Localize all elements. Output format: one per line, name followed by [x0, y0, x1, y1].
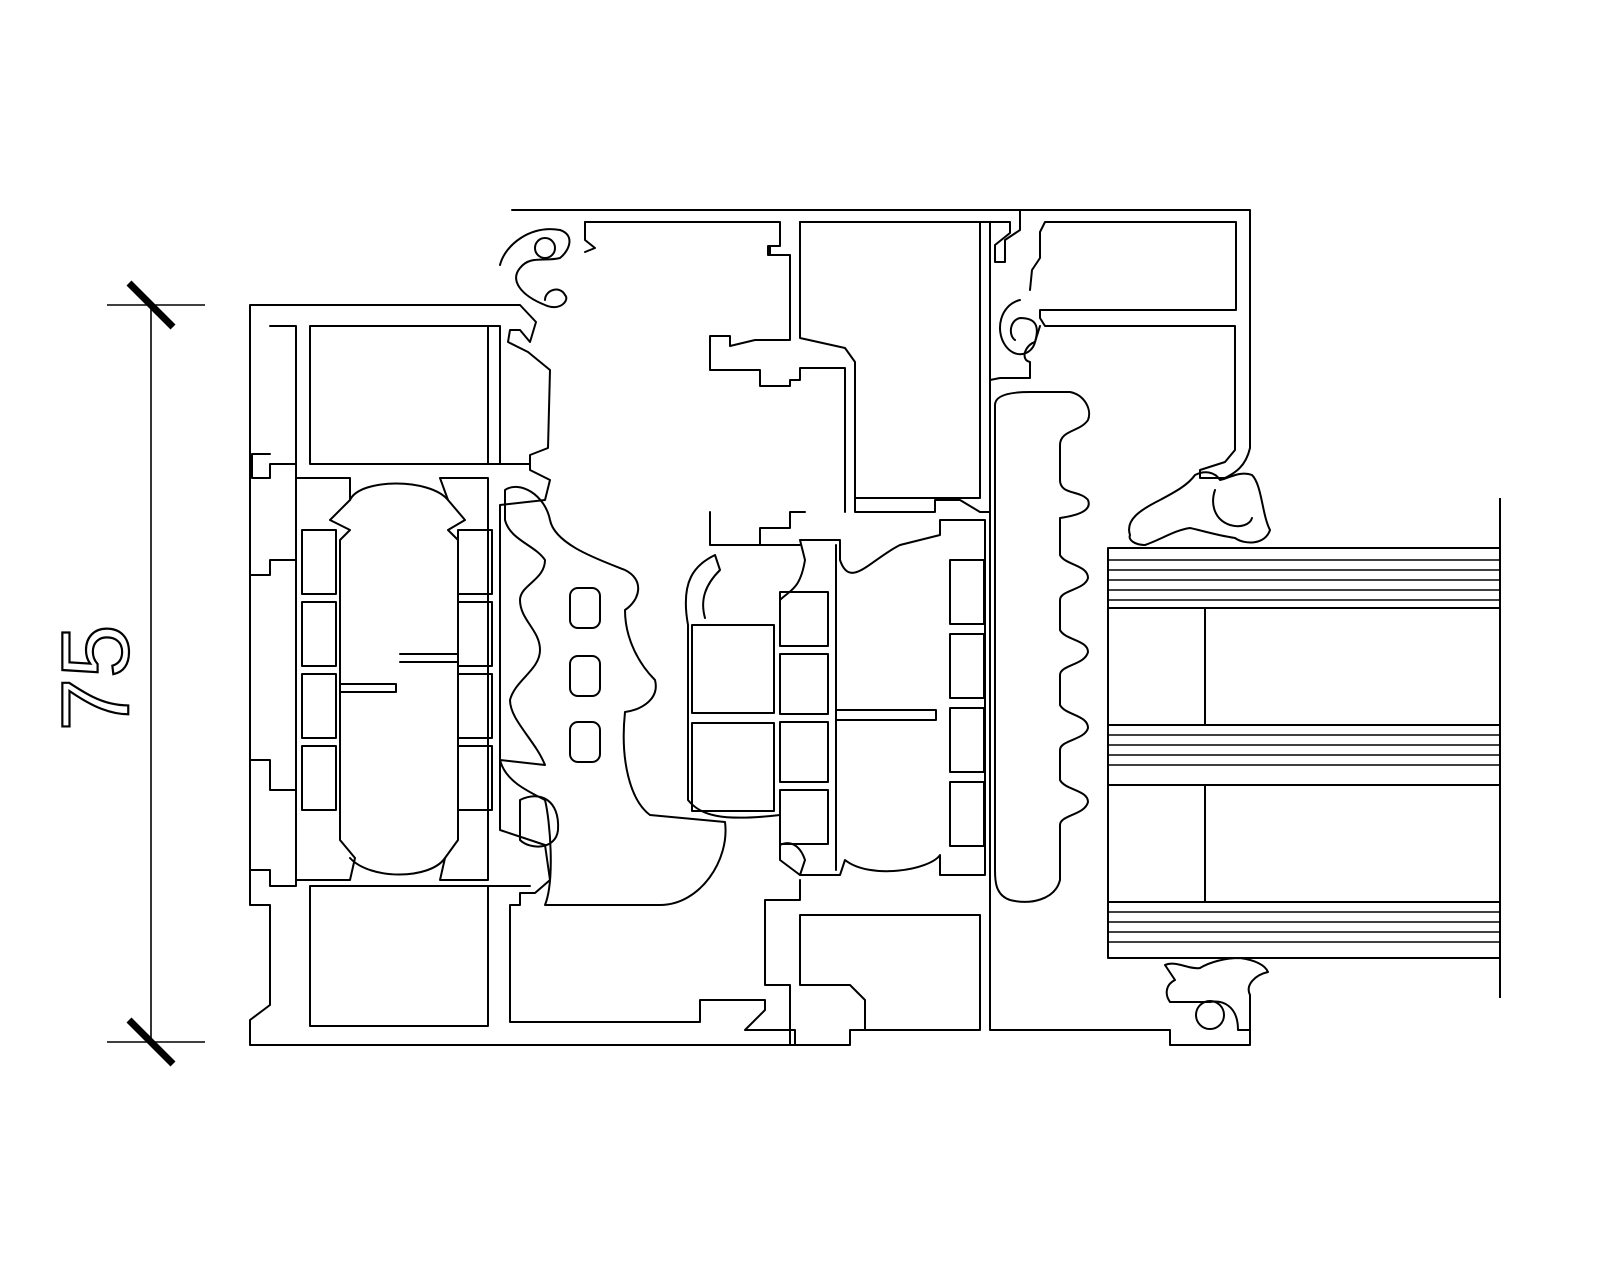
- thermal-cell: [457, 529, 493, 595]
- sash-outline: [511, 209, 1021, 513]
- sash-cell: [949, 559, 985, 625]
- sash-bottom-outline: [764, 879, 981, 1046]
- glass-pane-bottom: [1107, 901, 1501, 943]
- dimension-tick-bottom: [126, 1017, 176, 1067]
- frame-chamber-top: [309, 325, 489, 465]
- thermal-break-sash: [684, 519, 986, 876]
- bottom-gasket-bulb: [1195, 1000, 1225, 1030]
- outer-frame-outline: [249, 304, 796, 1046]
- thermal-cell: [301, 601, 337, 667]
- frame-chamber-bottom: [309, 885, 489, 1027]
- glass-unit-outline: [1107, 547, 1501, 959]
- dimension-value: 75: [42, 625, 149, 732]
- glass-pane-middle: [1107, 724, 1501, 786]
- gasket-wave: [994, 391, 1090, 903]
- thermal-cell: [457, 673, 493, 739]
- right-profile-outline: [1019, 209, 1251, 479]
- thermal-strip-outline-2: [439, 477, 489, 881]
- top-gasket-outline: [499, 228, 571, 309]
- gasket-hole: [569, 721, 601, 763]
- sash-cell: [779, 653, 829, 715]
- centre-gasket: [499, 485, 727, 906]
- bottom-glazing-gasket-outline: [1164, 957, 1269, 1031]
- thermal-cell: [457, 745, 493, 811]
- top-glazing-gasket-inner: [1212, 489, 1253, 528]
- sash-cell: [779, 591, 829, 647]
- sash-cell: [949, 707, 985, 773]
- dimension-tick-top: [126, 280, 176, 330]
- sash-cell: [949, 633, 985, 699]
- right-profile-hook: [999, 299, 1038, 356]
- thermal-break-left: [295, 477, 493, 881]
- sash-cell: [949, 781, 985, 847]
- thermal-core: [349, 482, 449, 876]
- sash-lower-leg: [709, 511, 806, 546]
- sash-bottom-profile: [764, 879, 981, 1046]
- gasket-hole: [569, 655, 601, 697]
- bottom-glazing-gasket: [1164, 957, 1269, 1031]
- sash-profile: [511, 209, 1021, 546]
- thermal-cell: [301, 529, 337, 595]
- glass-unit: [1107, 498, 1501, 1010]
- centre-gasket-outline: [499, 485, 727, 906]
- top-glazing-gasket: [1128, 471, 1271, 546]
- sash-fin: [835, 544, 937, 871]
- thermal-cell: [301, 673, 337, 739]
- top-glazing-gasket-outline: [1128, 471, 1271, 546]
- sash-cell: [691, 624, 775, 714]
- sash-cell: [691, 722, 775, 812]
- sash-inner-chamber: [584, 221, 981, 513]
- frame-wall-right: [487, 325, 531, 887]
- outer-frame-profile: [249, 304, 796, 1046]
- gasket-bulb: [519, 795, 560, 848]
- right-profile-lower: [989, 325, 1251, 1046]
- sash-cell: [779, 721, 829, 783]
- thermal-fin: [339, 653, 459, 693]
- gasket-bulb-top: [534, 237, 556, 259]
- sash-top-leg: [584, 221, 771, 256]
- thermal-strip-outline: [295, 477, 356, 881]
- top-gasket: [499, 228, 571, 309]
- sash-thermal-outline: [779, 519, 986, 876]
- glass-pane-top: [1107, 559, 1501, 609]
- thermal-cell: [457, 601, 493, 667]
- gasket-hole: [569, 587, 601, 629]
- dimension-75: 75: [41, 280, 205, 1067]
- glazing-bead-profile: [989, 209, 1251, 1046]
- thermal-cell: [301, 745, 337, 811]
- sash-cell: [779, 789, 829, 845]
- glass-gasket-column: [994, 391, 1090, 903]
- frame-wall-left: [249, 325, 297, 887]
